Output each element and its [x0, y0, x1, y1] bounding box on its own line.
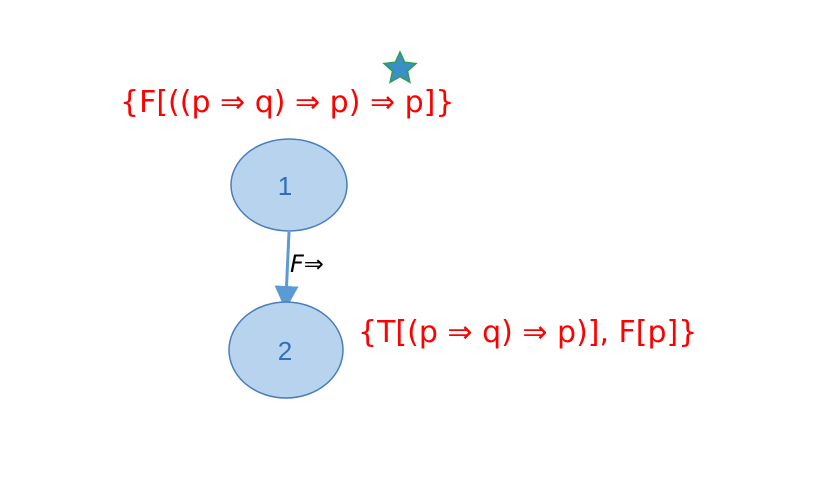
node-1-circle	[230, 138, 348, 232]
node-2-label: 2	[278, 336, 292, 366]
edge-1-2-label: F⇒	[290, 250, 324, 278]
node-1-formula: {F[((p ⇒ q) ⇒ p) ⇒ p]}	[120, 85, 455, 120]
node-2-formula: {T[(p ⇒ q) ⇒ p)], F[p]}	[358, 315, 698, 350]
node-1-label: 1	[278, 171, 292, 201]
star-icon	[382, 50, 418, 84]
node-1: 1	[230, 138, 348, 232]
edge-1-2	[274, 231, 299, 310]
node-2: 2	[228, 301, 344, 399]
node-2-circle	[228, 301, 344, 399]
